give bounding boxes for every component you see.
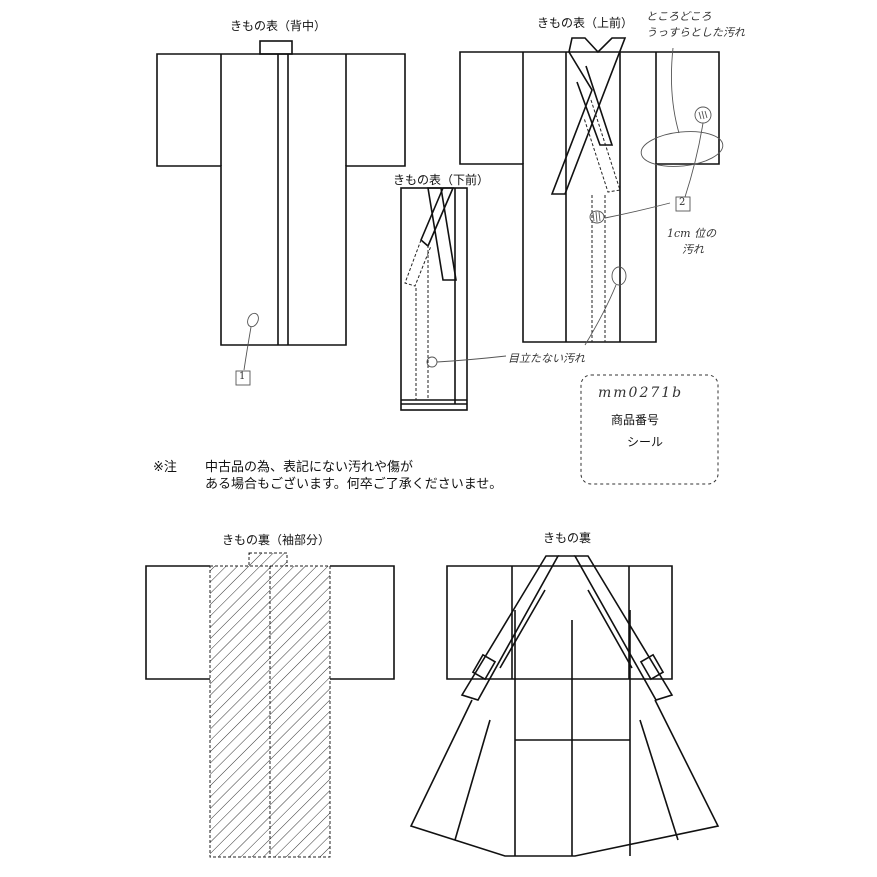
lining-view-kimono (409, 555, 720, 857)
stain-mark (247, 312, 259, 328)
note-line2: ある場合もございます。何卒ご了承くださいませ。 (205, 477, 503, 492)
stain-leader-upper (684, 122, 704, 198)
lining-collar-inner (499, 555, 633, 669)
sticker-box (580, 374, 719, 485)
stain-leader (243, 326, 252, 371)
collar-overlap (576, 65, 614, 146)
hatch-collar (249, 553, 287, 566)
collar-dashed (248, 552, 288, 567)
lining-sleeve-view-kimono (145, 552, 395, 858)
back-view-kimono (156, 40, 406, 386)
scattered-stain-leader (670, 47, 680, 134)
collar-tab (259, 40, 293, 55)
lining-skirt-outline (409, 699, 720, 857)
stain-box-2 (675, 196, 691, 212)
spot-stain-leader (604, 202, 671, 219)
stain-number-2: 2 (679, 197, 686, 208)
handwritten-scattered-line2: うっすらとした汚れ (646, 26, 745, 39)
label-lining-view: きもの裏 (543, 531, 592, 545)
stain-ellipse-hem (589, 210, 605, 224)
scattered-stain-ellipse (640, 131, 724, 167)
lining-diag-left (454, 719, 491, 841)
lining-diag-right (639, 719, 679, 841)
under-collar-dotted (583, 99, 621, 193)
lower-collar-dotted (404, 239, 432, 287)
lower-collar-cross (420, 187, 455, 248)
lining-top-outline (446, 565, 673, 680)
note-line1: 中古品の為、表記にない汚れや傷が (205, 460, 414, 475)
lining-collar-left (460, 555, 560, 701)
stain-circle-upper-hatch (698, 110, 708, 120)
front-upper-outline (459, 51, 720, 343)
faint-stain-mark (611, 266, 627, 286)
sticker-line1: 商品番号 (611, 413, 660, 427)
handwritten-spot-line1: 1cm 位の (667, 227, 717, 240)
label-back-view: きもの表（背中） (230, 19, 327, 33)
lining-collar-right (573, 555, 674, 701)
sticker-line2: シール (627, 435, 664, 449)
front-lower-view-kimono (400, 187, 507, 411)
faint-stain-pointer (436, 355, 507, 363)
label-front-upper-view: きもの表（上前） (537, 16, 634, 30)
handwritten-faint-stain: 目立たない汚れ (508, 352, 585, 365)
back-outline (156, 53, 406, 346)
front-upper-view-kimono (459, 37, 724, 346)
sleeve-right (330, 565, 395, 680)
note-prefix: ※注 (153, 460, 177, 475)
collar-band (550, 37, 627, 195)
sleeve-left (145, 565, 210, 680)
handwritten-scattered-line1: ところどころ (646, 10, 712, 23)
lower-collar-band (427, 187, 457, 281)
label-lining-sleeve-view: きもの裏（袖部分） (222, 533, 331, 547)
stain-ellipse-hem-hatch (592, 211, 601, 223)
lining-collar-patch-left (471, 653, 497, 681)
stain-number-1: 1 (239, 371, 246, 382)
handwritten-product-code: mm0271b (598, 385, 684, 401)
handwritten-spot-line2: 汚れ (682, 243, 704, 256)
faint-stain-leader (584, 284, 617, 346)
stain-box-1 (235, 370, 251, 386)
lining-collar-patch-right (639, 653, 665, 681)
label-front-lower-view: きもの表（下前） (393, 173, 490, 187)
